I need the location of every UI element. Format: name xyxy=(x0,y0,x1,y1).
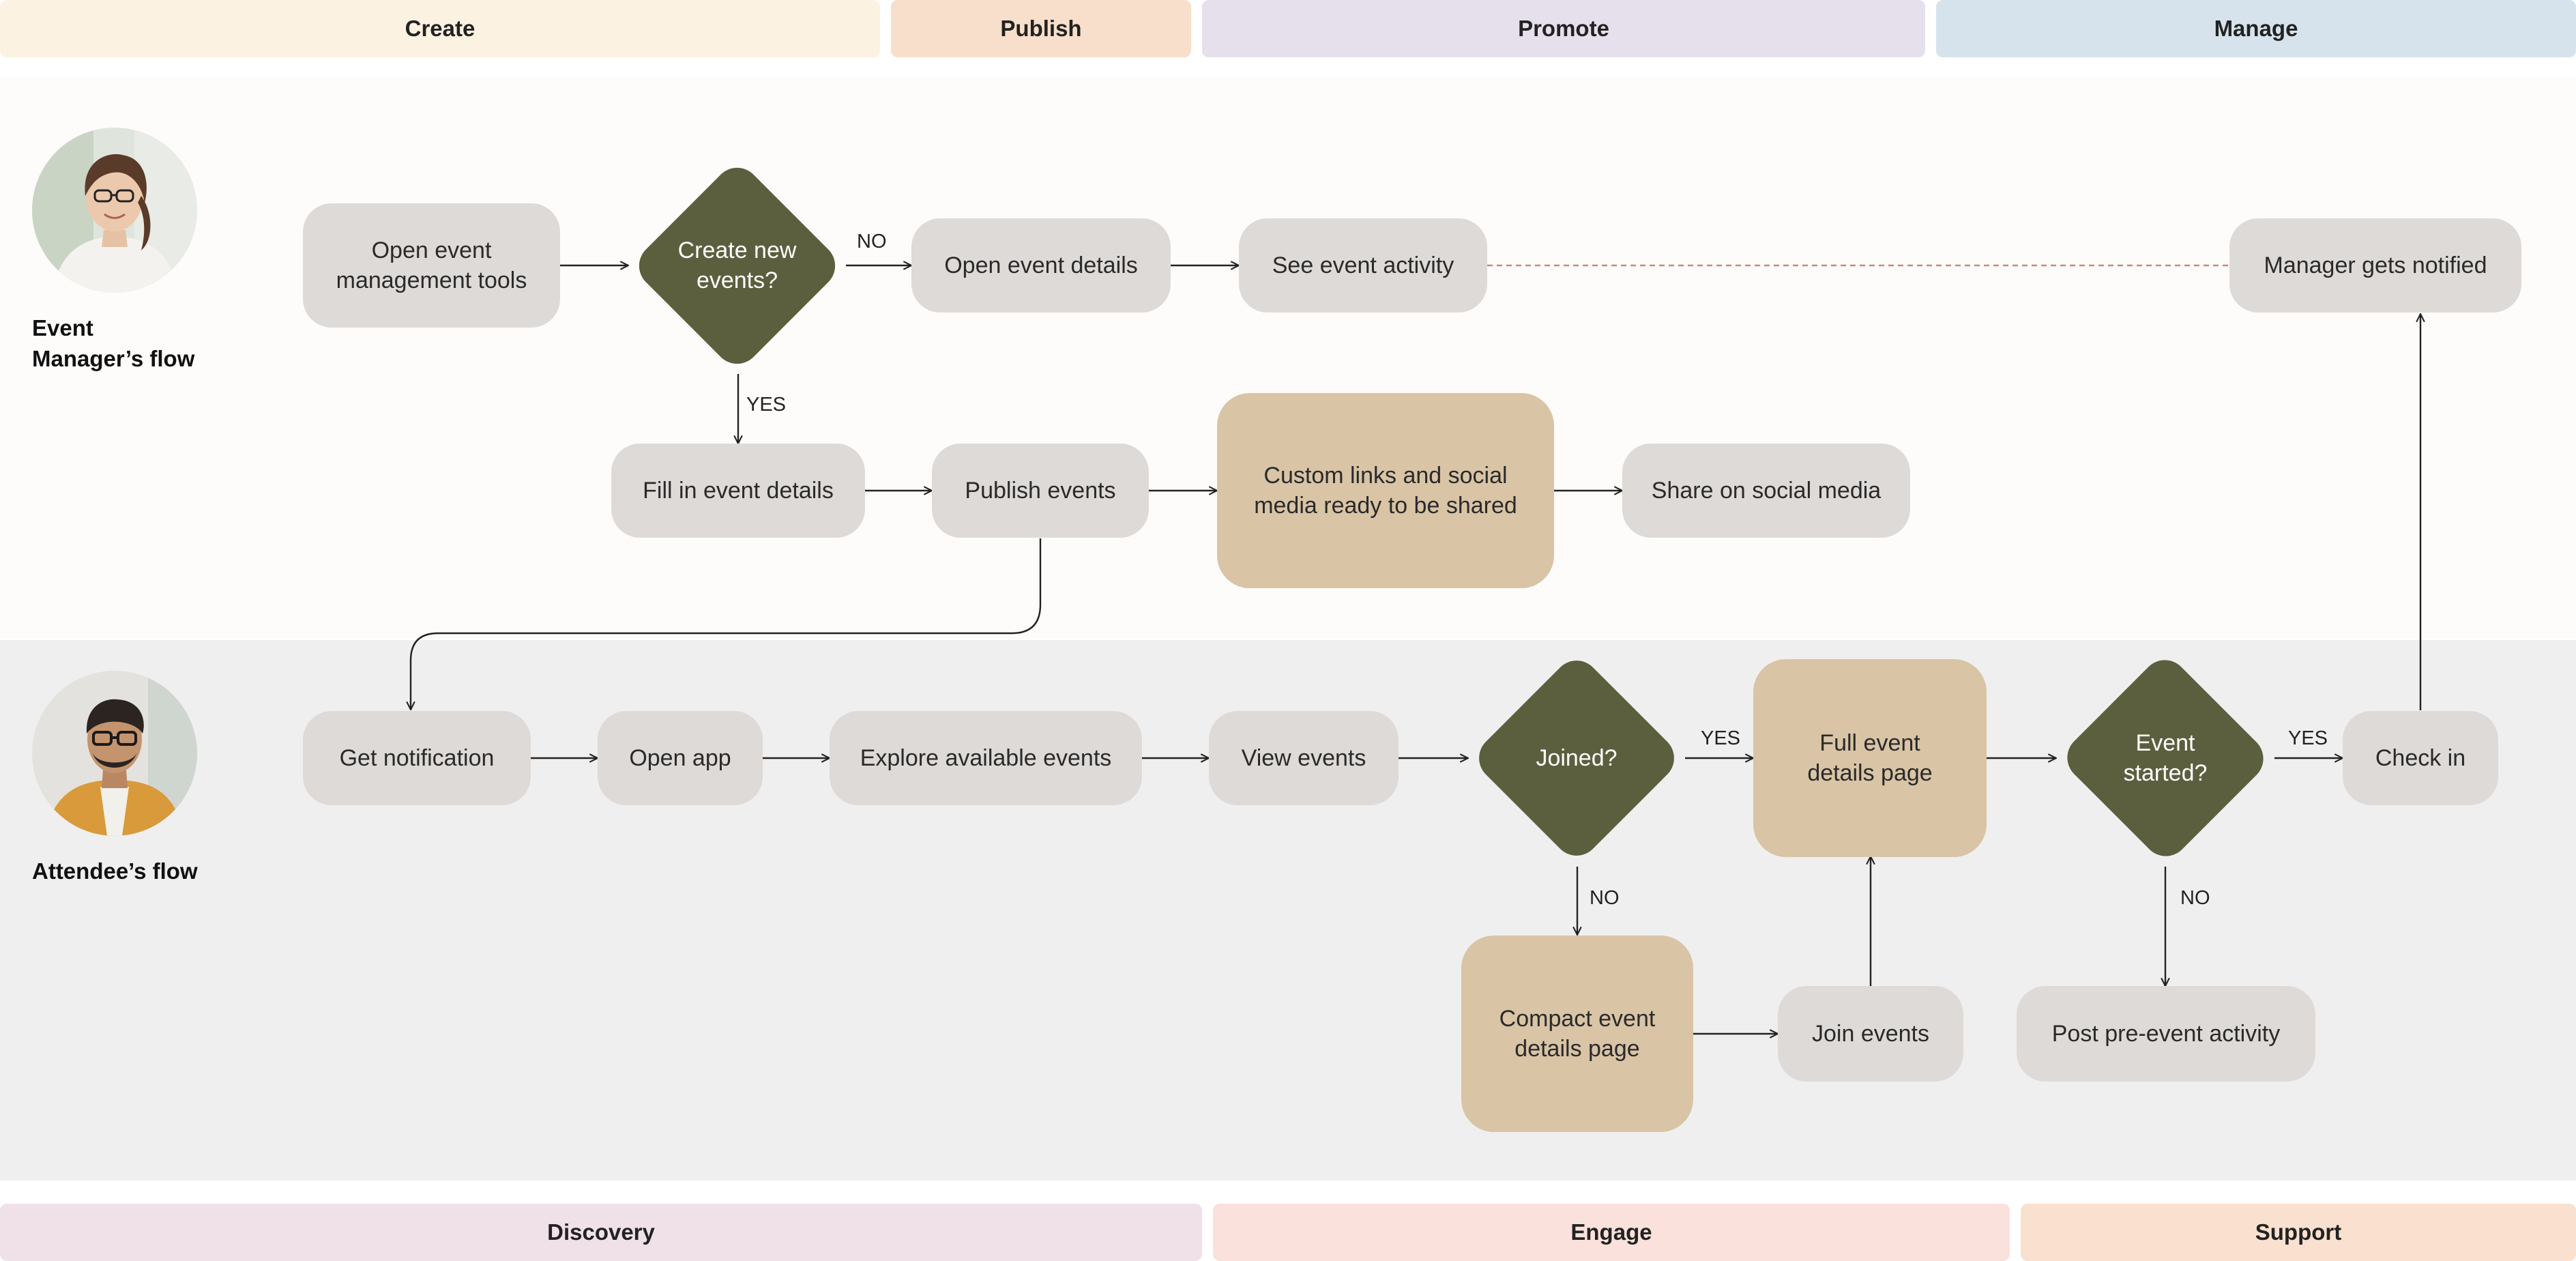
node-manager-gets-notified: Manager gets notified xyxy=(2229,218,2521,313)
attendee-flow-label: Attendee’s flow xyxy=(32,858,198,884)
node-share-on-social-media: Share on social media xyxy=(1622,444,1910,538)
decision-label: Create new events? xyxy=(677,237,797,293)
manager-flow-label: Event Manager’s flow xyxy=(32,315,195,371)
node-custom-links-ready: Custom links and social media ready to b… xyxy=(1217,393,1554,588)
phase-promote: Promote xyxy=(1202,0,1925,57)
phase-support: Support xyxy=(2021,1204,2576,1261)
node-check-in: Check in xyxy=(2343,711,2498,805)
decision-create-new-events: Create new events? xyxy=(628,157,846,374)
phase-engage: Engage xyxy=(1213,1204,2010,1261)
phase-discovery: Discovery xyxy=(0,1204,1202,1261)
node-see-event-activity: See event activity xyxy=(1239,218,1487,313)
phase-create: Create xyxy=(0,0,880,57)
node-full-event-details-page: Full event details page xyxy=(1753,659,1987,857)
attendee-avatar xyxy=(32,671,197,836)
node-open-event-management-tools: Open event management tools xyxy=(303,203,560,328)
edge-label-started-no: NO xyxy=(2180,887,2210,909)
decision-event-started: Event started? xyxy=(2056,650,2274,867)
decision-joined: Joined? xyxy=(1468,650,1685,867)
node-open-app: Open app xyxy=(598,711,763,805)
node-publish-events: Publish events xyxy=(932,444,1149,538)
edge-label-create-no: NO xyxy=(857,231,887,252)
node-get-notification: Get notification xyxy=(303,711,531,805)
phase-manage: Manage xyxy=(1936,0,2576,57)
decision-label: Joined? xyxy=(1536,745,1618,771)
edge-label-create-yes: YES xyxy=(746,394,787,416)
decision-label: Event started? xyxy=(2123,730,2208,786)
node-open-event-details: Open event details xyxy=(911,218,1171,313)
node-view-events: View events xyxy=(1209,711,1399,805)
edge-label-joined-no: NO xyxy=(1590,887,1620,909)
node-compact-event-details-page: Compact event details page xyxy=(1461,936,1693,1132)
edge-label-started-yes: YES xyxy=(2288,727,2328,749)
edge-label-joined-yes: YES xyxy=(1701,727,1741,749)
node-join-events: Join events xyxy=(1778,986,1963,1082)
node-fill-in-event-details: Fill in event details xyxy=(611,444,865,538)
node-explore-available-events: Explore available events xyxy=(830,711,1142,805)
node-post-pre-event-activity: Post pre-event activity xyxy=(2017,986,2315,1082)
phase-publish: Publish xyxy=(891,0,1191,57)
